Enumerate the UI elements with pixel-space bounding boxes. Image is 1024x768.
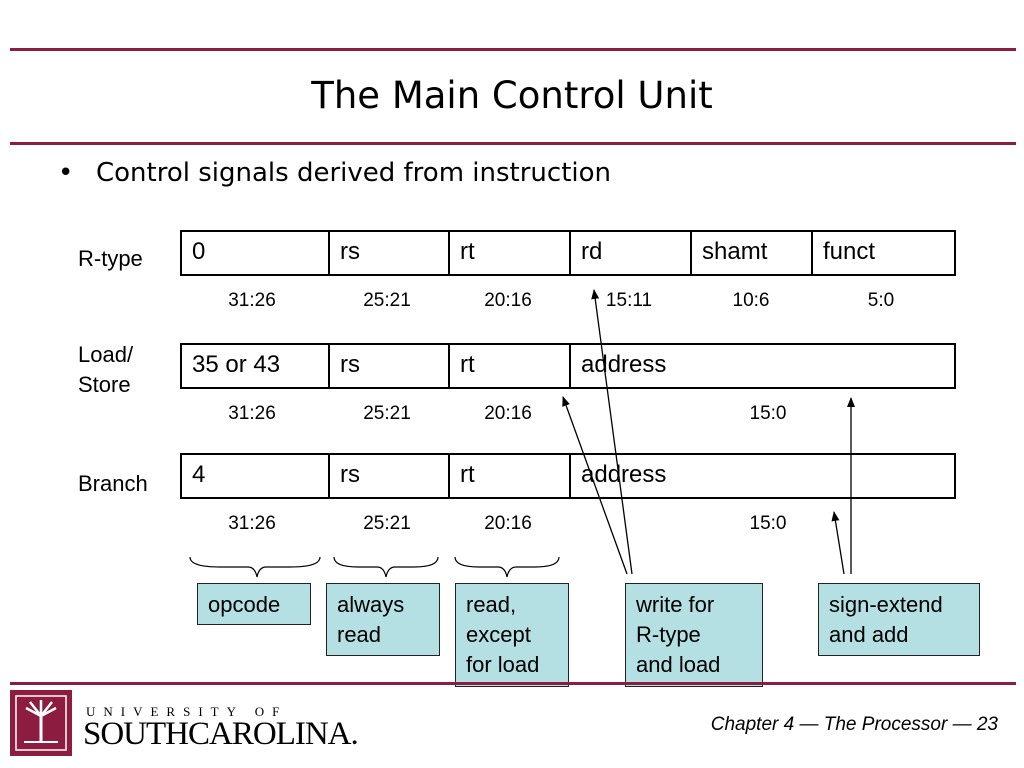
- brace-opcode: [189, 556, 321, 578]
- title-underline-rule: [10, 142, 1016, 145]
- branch-bits-rs: 25:21: [363, 513, 411, 534]
- branch-field-op: 4: [192, 461, 206, 488]
- branch-format-box: 4 rs rt address: [180, 453, 956, 499]
- loadstore-label-line1: Load/: [78, 342, 134, 367]
- wordmark-university-of: UNIVERSITY OF: [86, 704, 288, 719]
- bottom-rule: [10, 682, 1016, 685]
- loadstore-bits-rt: 20:16: [484, 403, 532, 424]
- rtype-bits-op: 31:26: [228, 290, 276, 311]
- rtype-format-box: 0 rs rt rd shamt funct: [180, 230, 956, 276]
- arrow-to-rd: [591, 289, 633, 575]
- loadstore-label-line2: Store: [78, 372, 131, 397]
- rtype-bits-rt: 20:16: [484, 290, 532, 311]
- loadstore-bits-op: 31:26: [228, 403, 276, 424]
- note-sign-extend: sign-extend and add: [818, 583, 980, 656]
- loadstore-field-rs: rs: [328, 345, 448, 387]
- brace-rs: [333, 556, 439, 578]
- bullet-text: Control signals derived from instruction: [96, 158, 612, 188]
- note-always-read-line2: read: [337, 622, 382, 647]
- branch-bits-rt: 20:16: [484, 513, 532, 534]
- footer-chapter: Chapter 4 — The Processor — 23: [710, 714, 998, 735]
- rtype-field-rs: rs: [328, 232, 448, 274]
- loadstore-bits-address: 15:0: [749, 403, 787, 424]
- note-write-line2: R-type: [636, 622, 701, 647]
- note-always-read: always read: [326, 583, 440, 656]
- note-write-line3: and load: [636, 652, 721, 677]
- slide-title: The Main Control Unit: [311, 74, 713, 117]
- branch-label: Branch: [78, 469, 148, 499]
- branch-label-text: Branch: [78, 471, 148, 496]
- loadstore-format-box: 35 or 43 rs rt address: [180, 343, 956, 389]
- note-write-rtype-load: write for R-type and load: [625, 583, 763, 687]
- rtype-field-shamt: shamt: [690, 232, 811, 274]
- loadstore-field-rt: rt: [448, 345, 569, 387]
- university-seal-logo: [10, 690, 72, 756]
- rtype-bits-rd: 15:11: [605, 290, 653, 311]
- rtype-bits-shamt: 10:6: [732, 290, 770, 311]
- rtype-label-text: R-type: [78, 246, 143, 271]
- note-read-line2: except: [466, 622, 531, 647]
- note-opcode-line1: opcode: [208, 592, 281, 617]
- note-sign-extend-line1: sign-extend: [829, 592, 943, 617]
- rtype-label: R-type: [78, 244, 143, 274]
- branch-bits-address: 15:0: [749, 513, 787, 534]
- palmetto-icon: [15, 695, 67, 751]
- loadstore-field-op: 35 or 43: [192, 351, 281, 378]
- branch-field-rs: rs: [328, 455, 448, 497]
- wordmark-south-carolina: SOUTHCAROLINA.: [83, 716, 359, 752]
- rtype-field-rt: rt: [448, 232, 569, 274]
- branch-bits-op: 31:26: [228, 513, 276, 534]
- note-opcode: opcode: [197, 583, 311, 625]
- rtype-field-funct: funct: [811, 232, 954, 274]
- note-always-read-line1: always: [337, 592, 405, 617]
- branch-field-address: address: [569, 455, 954, 497]
- note-read-line3: for load: [466, 652, 540, 677]
- note-read-except-load: read, except for load: [455, 583, 569, 687]
- arrow-to-branch-address: [831, 511, 845, 575]
- note-write-line1: write for: [636, 592, 715, 617]
- rtype-field-rd: rd: [569, 232, 690, 274]
- loadstore-label: Load/ Store: [78, 340, 133, 400]
- brace-rt: [454, 556, 560, 578]
- rtype-field-op: 0: [192, 238, 206, 265]
- bullet-dot: •: [58, 158, 74, 188]
- note-read-line1: read,: [466, 592, 517, 617]
- top-rule: [10, 48, 1016, 51]
- bullet-item: • Control signals derived from instructio…: [58, 158, 611, 188]
- note-sign-extend-line2: and add: [829, 622, 909, 647]
- rtype-bits-funct: 5:0: [867, 290, 895, 311]
- arrow-to-rt: [562, 396, 628, 575]
- rtype-bits-rs: 25:21: [363, 290, 411, 311]
- loadstore-field-address: address: [569, 345, 954, 387]
- branch-field-rt: rt: [448, 455, 569, 497]
- loadstore-bits-rs: 25:21: [363, 403, 411, 424]
